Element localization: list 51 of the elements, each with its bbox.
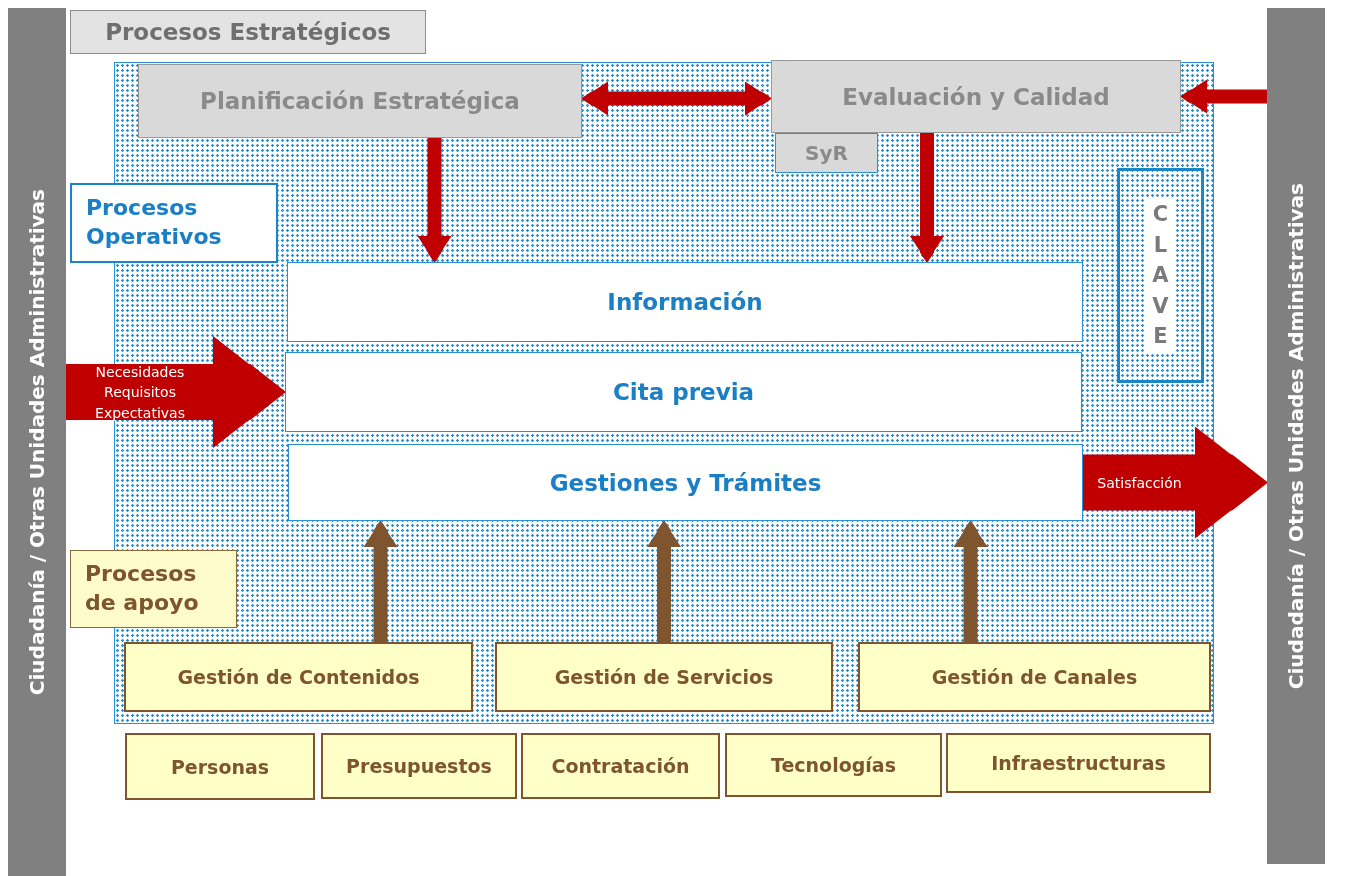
block-arrow	[1181, 79, 1267, 114]
process-label: Información	[607, 289, 763, 315]
support-label: Infraestructuras	[991, 752, 1166, 774]
key-box	[1117, 168, 1204, 383]
process-label: Planificación Estratégica	[200, 88, 520, 114]
edge-label: Satisfacción	[1096, 473, 1183, 493]
support-box	[321, 733, 517, 799]
section-title: Procesos Operativos	[86, 194, 223, 251]
support-box	[725, 733, 942, 797]
block-arrow	[953, 521, 988, 642]
support-label: Contratación	[551, 755, 690, 777]
support-box	[858, 642, 1211, 712]
band-label: Ciudadanía / Otras Unidades Administrativas	[25, 188, 49, 696]
block-arrow	[582, 81, 771, 116]
tag-box	[775, 133, 878, 173]
band-label: Ciudadanía / Otras Unidades Administrativas	[1284, 182, 1308, 690]
support-label: Personas	[170, 755, 270, 778]
support-label: Gestión de Servicios	[554, 666, 774, 688]
support-label: Gestión de Contenidos	[177, 666, 420, 688]
block-arrow	[647, 521, 681, 642]
support-label: Presupuestos	[346, 755, 492, 777]
support-box	[521, 733, 720, 799]
process-box	[288, 444, 1083, 521]
section-title: Procesos Estratégicos	[105, 19, 391, 45]
process-box	[285, 352, 1082, 432]
block-arrow	[66, 336, 285, 448]
support-box	[495, 642, 833, 712]
process-label: Evaluación y Calidad	[842, 83, 1110, 110]
block-arrow	[417, 138, 452, 262]
process-box	[138, 64, 582, 138]
process-label: Cita previa	[612, 379, 755, 405]
section-header	[70, 10, 426, 54]
tag-label: SyR	[805, 141, 848, 165]
process-box	[771, 60, 1181, 133]
support-label: Tecnologías	[771, 754, 896, 776]
block-arrow	[1083, 426, 1267, 539]
section-header	[70, 550, 237, 628]
block-arrow	[910, 133, 944, 262]
edge-label: Necesidades Requisitos Expectativas	[94, 362, 186, 423]
block-arrow	[363, 521, 398, 642]
support-box	[124, 642, 473, 712]
support-box	[946, 733, 1211, 793]
key-label: CLAVE	[1145, 197, 1176, 354]
process-box	[287, 262, 1083, 342]
support-label: Gestión de Canales	[931, 666, 1138, 688]
side-band	[1267, 8, 1325, 864]
side-band	[8, 8, 66, 876]
support-box	[125, 733, 315, 800]
section-header	[70, 183, 278, 263]
section-title: Procesos de apoyo	[85, 560, 200, 617]
process-label: Gestiones y Trámites	[549, 469, 822, 496]
